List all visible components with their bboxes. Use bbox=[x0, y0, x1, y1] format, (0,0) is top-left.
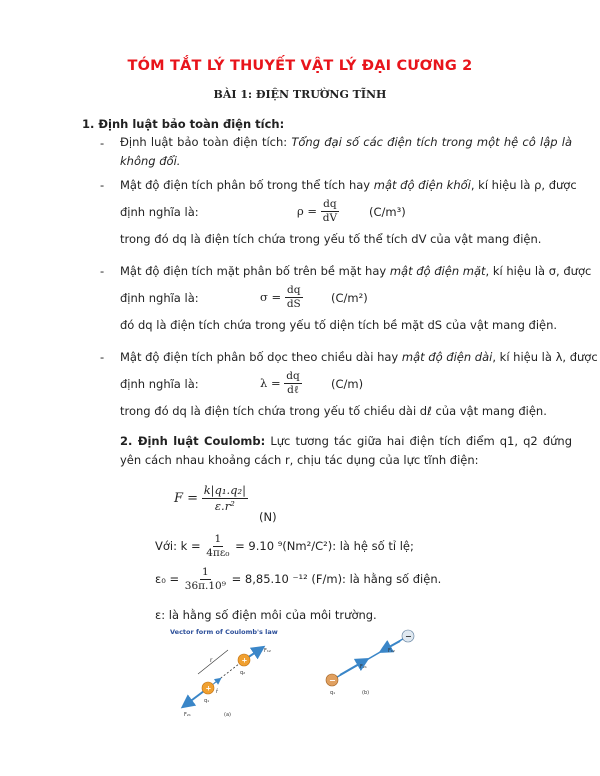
eps0-tail: = 8,85.10 ⁻¹² (F/m): là hằng số điện. bbox=[231, 572, 442, 586]
section2-heading: 2. Định luật Coulomb: bbox=[120, 434, 266, 448]
volume-density-def-label: định nghĩa là: bbox=[120, 205, 199, 219]
minus-sign: − bbox=[405, 632, 412, 641]
coulomb-vector-figure: Vector form of Coulomb's law r + + q₁ q₂… bbox=[170, 628, 415, 718]
charge-q2-positive bbox=[237, 653, 251, 667]
volume-density-tail: , kí hiệu là ρ, được bbox=[470, 178, 577, 192]
coulomb-formula: F = k|q₁.q₂|ε.r² bbox=[174, 483, 249, 514]
unit-vector-arrow bbox=[211, 677, 222, 686]
sigma-symbol: σ = bbox=[260, 290, 282, 304]
section1-heading: 1. Định luật bảo toàn điện tích: bbox=[82, 117, 285, 131]
unit-vector-label: r̂ bbox=[216, 689, 219, 695]
conservation-statement: Định luật bảo toàn điện tích: Tổng đại s… bbox=[120, 133, 572, 171]
surface-density-line: Mật độ điện tích mặt phân bố trên bề mặt… bbox=[120, 264, 591, 278]
fraction-numerator: k|q₁.q₂| bbox=[201, 483, 249, 499]
q1-label-b: q₁ bbox=[330, 690, 335, 696]
coulomb-fraction: k|q₁.q₂|ε.r² bbox=[201, 483, 249, 514]
figure-caption: Vector form of Coulomb's law bbox=[170, 628, 278, 636]
linear-density-def-label: định nghĩa là: bbox=[120, 377, 199, 391]
f21-label-b: F₂₁ bbox=[360, 664, 367, 670]
f12-label-b: F₁₂ bbox=[388, 648, 395, 654]
distance-label: r bbox=[210, 657, 213, 664]
fraction-numerator: dq bbox=[284, 370, 302, 384]
bullet-dash: - bbox=[100, 350, 105, 364]
bullet-dash: - bbox=[100, 264, 105, 278]
distance-line bbox=[197, 649, 229, 675]
fraction-numerator: dq bbox=[285, 284, 303, 298]
linear-density-unit: (C/m) bbox=[331, 377, 364, 391]
eps0-lead: ε₀ = bbox=[155, 572, 180, 586]
surface-density-note: đó dq là điện tích chứa trong yếu tố diệ… bbox=[120, 318, 558, 332]
q2-label: q₂ bbox=[240, 670, 245, 676]
surface-density-unit: (C/m²) bbox=[331, 291, 368, 305]
surface-density-tail: , kí hiệu là σ, được bbox=[485, 264, 592, 278]
linear-density-italic: mật độ điện dài bbox=[401, 350, 493, 364]
coulomb-law-paragraph: 2. Định luật Coulomb: Lực tương tác giữa… bbox=[120, 432, 572, 470]
fraction-numerator: 1 bbox=[200, 566, 211, 580]
fraction-denominator: ε.r² bbox=[214, 499, 235, 513]
surface-density-lead: Mật độ điện tích mặt phân bố trên bề mặt… bbox=[120, 264, 390, 278]
linear-density-line: Mật độ điện tích phân bố dọc theo chiều … bbox=[120, 350, 598, 364]
fraction-numerator: dq bbox=[321, 198, 339, 212]
fraction-denominator: dℓ bbox=[287, 384, 299, 396]
force-21-arrow-b bbox=[339, 658, 370, 676]
volume-density-italic: mật độ điện khối bbox=[373, 178, 471, 192]
force-symbol: F = bbox=[174, 491, 199, 506]
figure-label-a: (a) bbox=[224, 712, 231, 718]
conservation-lead: Định luật bảo toàn điện tích: bbox=[120, 135, 292, 149]
rho-symbol: ρ = bbox=[297, 204, 318, 218]
force-12-arrow-b bbox=[378, 640, 401, 653]
lambda-symbol: λ = bbox=[260, 376, 281, 390]
bullet-dash: - bbox=[100, 136, 105, 150]
lesson-title: BÀI 1: ĐIỆN TRƯỜNG TĨNH bbox=[213, 88, 387, 101]
k-lead: Với: k = bbox=[155, 539, 201, 553]
volume-density-line: Mật độ điện tích phân bố trong thể tích … bbox=[120, 178, 577, 192]
fraction-denominator: 4πε₀ bbox=[206, 547, 230, 559]
charge-q1-positive bbox=[201, 681, 215, 695]
coulomb-unit: (N) bbox=[259, 510, 277, 524]
volume-density-unit: (C/m³) bbox=[369, 205, 406, 219]
volume-density-lead: Mật độ điện tích phân bố trong thể tích … bbox=[120, 178, 374, 192]
fraction-numerator: 1 bbox=[212, 533, 224, 547]
dielectric-note: ε: là hằng số điện môi của môi trường. bbox=[155, 608, 377, 622]
fraction-denominator: 36π.10⁹ bbox=[184, 580, 226, 592]
k-tail: = 9.10 ⁹(Nm²/C²): là hệ số tỉ lệ; bbox=[235, 539, 414, 553]
f21-label-a: F₂₁ bbox=[184, 712, 191, 718]
plus-sign: + bbox=[242, 657, 248, 665]
linear-density-note: trong đó dq là điện tích chứa trong yếu … bbox=[120, 404, 547, 418]
coulomb-law-text: Lực tương tác giữa hai điện tích điểm q1… bbox=[120, 434, 572, 467]
fraction-denominator: dS bbox=[286, 298, 301, 310]
charge-q2-negative bbox=[401, 629, 415, 643]
f12-label-a: F₁₂ bbox=[264, 648, 271, 654]
conservation-italic: Tổng đại số các điện tích trong một hệ c… bbox=[120, 135, 573, 168]
q1-label: q₁ bbox=[204, 698, 209, 704]
page-title: TÓM TẮT LÝ THUYẾT VẬT LÝ ĐẠI CƯƠNG 2 bbox=[127, 58, 473, 74]
fraction-denominator: dV bbox=[322, 212, 338, 224]
linear-density-lead: Mật độ điện tích phân bố dọc theo chiều … bbox=[120, 350, 402, 364]
charge-q1-negative bbox=[325, 673, 339, 687]
bullet-dash: - bbox=[100, 178, 105, 192]
volume-density-note: trong đó dq là điện tích chứa trong yếu … bbox=[120, 232, 542, 246]
linear-density-tail: , kí hiệu là λ, được bbox=[492, 350, 598, 364]
surface-density-italic: mật độ điện mặt bbox=[389, 264, 486, 278]
figure-label-b: (b) bbox=[362, 690, 369, 696]
surface-density-def-label: định nghĩa là: bbox=[120, 291, 199, 305]
plus-sign: + bbox=[206, 685, 212, 693]
minus-sign: − bbox=[329, 676, 336, 685]
